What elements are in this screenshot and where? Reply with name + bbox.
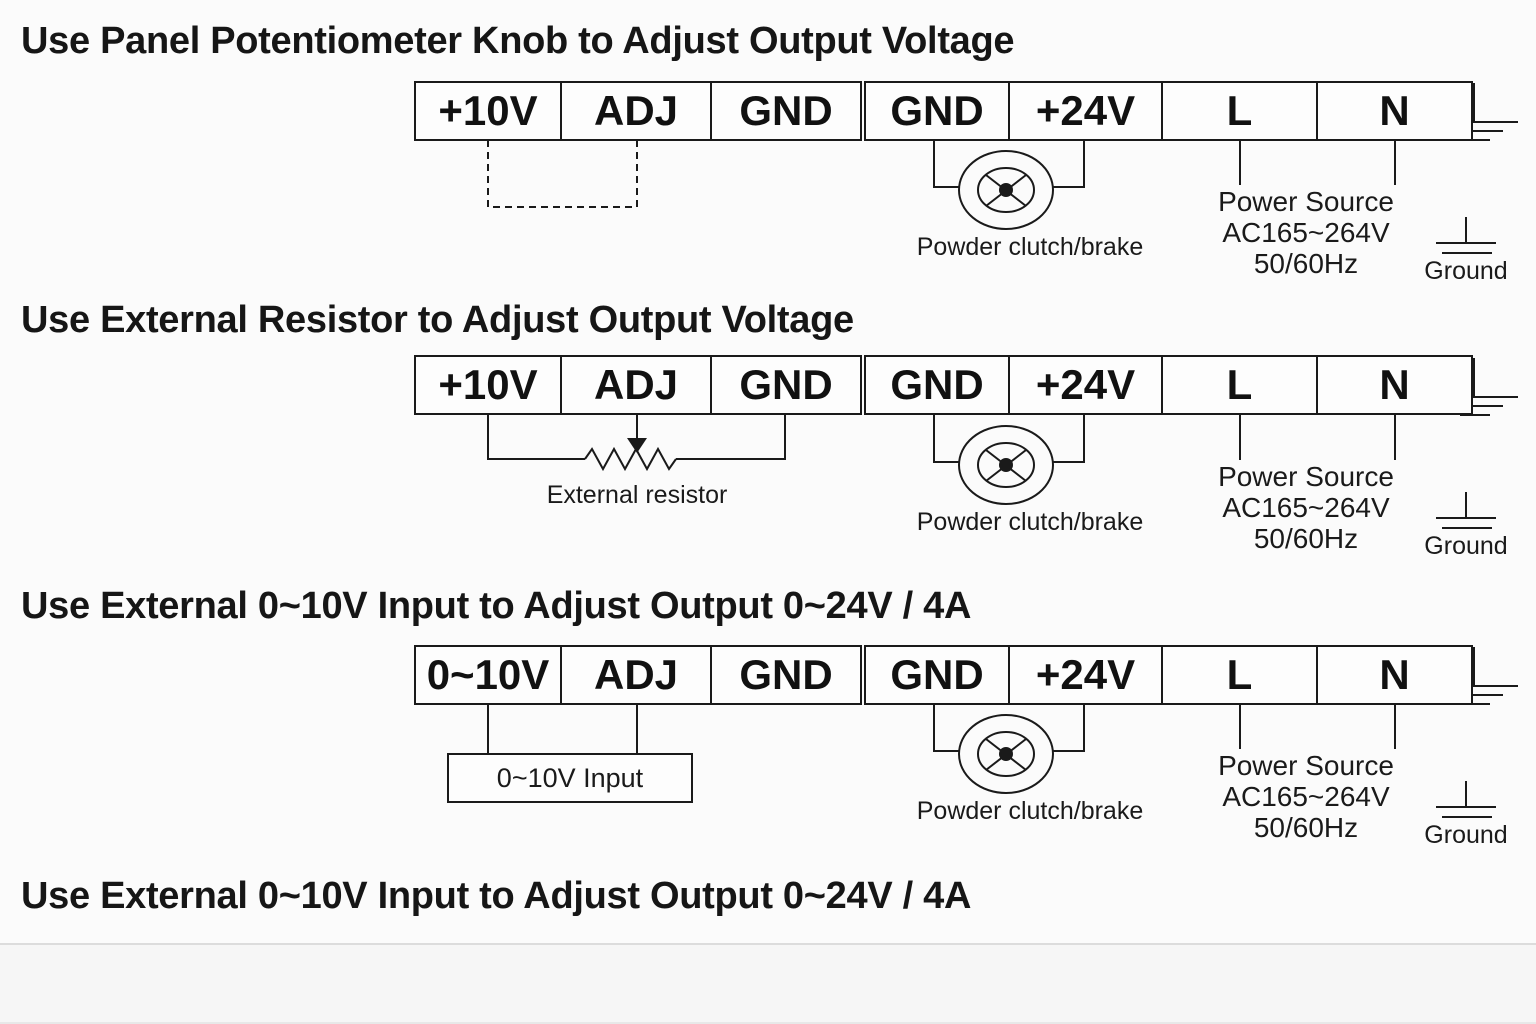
terminal-cell-n: N bbox=[1316, 645, 1473, 705]
clutch-spoke bbox=[985, 174, 1027, 207]
power-source-line: 50/60Hz bbox=[1253, 812, 1359, 843]
clutch-inner-ring bbox=[977, 167, 1035, 213]
power-source-line: Power Source bbox=[1218, 461, 1394, 492]
clutch-wire-right bbox=[1053, 704, 1085, 752]
frame-ground-icon bbox=[1436, 217, 1496, 254]
powder-clutch-icon bbox=[958, 714, 1054, 794]
terminal-cell-gnd-2: GND bbox=[864, 645, 1010, 705]
terminal-cell-l: L bbox=[1161, 355, 1318, 415]
terminal-block-2: +10V ADJ GND GND +24V L N bbox=[414, 355, 1473, 415]
section1-title: Use Panel Potentiometer Knob to Adjust O… bbox=[21, 20, 1015, 62]
clutch-wire-right bbox=[1053, 140, 1085, 188]
terminal-cell-10v: +10V bbox=[414, 355, 562, 415]
analog-input-label: 0~10V Input bbox=[496, 762, 644, 793]
section3-title: Use External 0~10V Input to Adjust Outpu… bbox=[21, 585, 972, 627]
frame-ground-icon bbox=[1436, 781, 1496, 818]
clutch-wire-left bbox=[933, 140, 959, 188]
clutch-hub-dot bbox=[999, 183, 1013, 197]
potentiometer-dashed-link bbox=[487, 140, 638, 208]
terminal-cell-24v: +24V bbox=[1008, 81, 1163, 141]
clutch-outer-ring bbox=[958, 425, 1054, 505]
external-resistor-label: External resistor bbox=[546, 481, 728, 509]
clutch-spoke bbox=[985, 449, 1027, 482]
resistor-wire-left bbox=[487, 414, 585, 460]
terminal-cell-adj: ADJ bbox=[560, 645, 712, 705]
power-source-line: Power Source bbox=[1218, 186, 1394, 217]
resistor-wire-right bbox=[676, 414, 786, 460]
power-source-line: AC165~264V bbox=[1222, 781, 1390, 812]
clutch-outer-ring bbox=[958, 714, 1054, 794]
ground-label: Ground bbox=[1424, 532, 1508, 560]
power-source-line: 50/60Hz bbox=[1253, 248, 1359, 279]
power-source-line: 50/60Hz bbox=[1253, 523, 1359, 554]
terminal-cell-l: L bbox=[1161, 81, 1318, 141]
powder-clutch-icon bbox=[958, 425, 1054, 505]
power-source-label: Power Source AC165~264V 50/60Hz bbox=[1186, 750, 1426, 843]
section-divider bbox=[0, 943, 1536, 945]
clutch-spoke bbox=[985, 738, 1027, 771]
clutch-inner-ring bbox=[977, 731, 1035, 777]
section4-title: Use External 0~10V Input to Adjust Outpu… bbox=[21, 875, 972, 917]
terminal-cell-24v: +24V bbox=[1008, 355, 1163, 415]
terminal-cell-24v: +24V bbox=[1008, 645, 1163, 705]
clutch-hub-dot bbox=[999, 747, 1013, 761]
terminal-cell-n: N bbox=[1316, 81, 1473, 141]
power-source-line: Power Source bbox=[1218, 750, 1394, 781]
terminal-cell-adj: ADJ bbox=[560, 81, 712, 141]
power-source-line: AC165~264V bbox=[1222, 217, 1390, 248]
clutch-wire-left bbox=[933, 704, 959, 752]
clutch-wire-left bbox=[933, 415, 959, 463]
terminal-cell-gnd-2: GND bbox=[864, 355, 1010, 415]
clutch-inner-ring bbox=[977, 442, 1035, 488]
clutch-outer-ring bbox=[958, 150, 1054, 230]
powder-clutch-icon bbox=[958, 150, 1054, 230]
terminal-cell-gnd-1: GND bbox=[710, 645, 862, 705]
terminal-block-3: 0~10V ADJ GND GND +24V L N bbox=[414, 645, 1473, 705]
ground-label: Ground bbox=[1424, 257, 1508, 285]
adj-wiper-arrow-icon bbox=[627, 438, 647, 453]
footer-zone bbox=[0, 945, 1536, 1024]
power-source-label: Power Source AC165~264V 50/60Hz bbox=[1186, 461, 1426, 554]
terminal-cell-gnd-1: GND bbox=[710, 81, 862, 141]
terminal-cell-adj: ADJ bbox=[560, 355, 712, 415]
ground-label: Ground bbox=[1424, 821, 1508, 849]
terminal-cell-gnd-2: GND bbox=[864, 81, 1010, 141]
section2-title: Use External Resistor to Adjust Output V… bbox=[21, 299, 854, 341]
resistor-zigzag-icon bbox=[584, 446, 677, 472]
analog-input-box: 0~10V Input bbox=[447, 753, 693, 803]
clutch-label: Powder clutch/brake bbox=[916, 233, 1144, 261]
clutch-spoke bbox=[985, 449, 1027, 482]
clutch-wire-right bbox=[1053, 415, 1085, 463]
frame-ground-icon bbox=[1436, 492, 1496, 529]
clutch-label: Powder clutch/brake bbox=[916, 797, 1144, 825]
terminal-cell-gnd-1: GND bbox=[710, 355, 862, 415]
clutch-spoke bbox=[985, 738, 1027, 771]
power-source-line: AC165~264V bbox=[1222, 492, 1390, 523]
clutch-hub-dot bbox=[999, 458, 1013, 472]
terminal-cell-10v: +10V bbox=[414, 81, 562, 141]
terminal-cell-n: N bbox=[1316, 355, 1473, 415]
power-source-label: Power Source AC165~264V 50/60Hz bbox=[1186, 186, 1426, 279]
clutch-spoke bbox=[985, 174, 1027, 207]
terminal-block-1: +10V ADJ GND GND +24V L N bbox=[414, 81, 1473, 141]
terminal-cell-0-10v: 0~10V bbox=[414, 645, 562, 705]
clutch-label: Powder clutch/brake bbox=[916, 508, 1144, 536]
terminal-cell-l: L bbox=[1161, 645, 1318, 705]
